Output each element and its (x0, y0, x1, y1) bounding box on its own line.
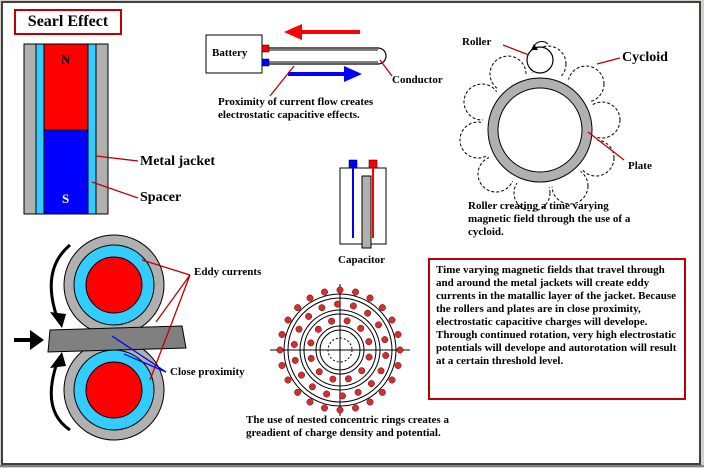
charge-dot (290, 341, 298, 348)
capacitor-label: Capacitor (338, 254, 386, 266)
charge-dot (375, 321, 382, 329)
charge-dot (344, 375, 352, 383)
charge-dot (284, 376, 292, 384)
north-pole (43, 43, 89, 131)
charge-dot (343, 317, 351, 325)
charge-dot (396, 346, 404, 354)
cycloid-label: Cycloid (622, 50, 668, 65)
charge-dot (307, 354, 315, 362)
charge-dot (323, 390, 331, 398)
charge-dot (388, 376, 396, 384)
charge-dot (367, 380, 375, 388)
close-proximity-label: Close proximity (170, 366, 245, 378)
roller-cycloid-diagram (459, 41, 625, 212)
charge-dot (336, 286, 344, 294)
battery-diagram (205, 24, 393, 97)
charge-dot (394, 362, 402, 369)
charge-dot (276, 346, 284, 354)
charge-dot (314, 325, 322, 333)
charge-dot (364, 309, 372, 317)
charge-dot (328, 317, 336, 325)
charge-dot (284, 316, 292, 324)
battery-label: Battery (212, 47, 248, 59)
roller (526, 46, 554, 74)
roller-label: Roller (462, 36, 492, 48)
charge-dot (306, 398, 314, 406)
charge-dot (357, 324, 365, 332)
roller-caption: Roller creating a time varying magnetic … (468, 200, 631, 238)
charge-dot (336, 406, 344, 414)
charge-dot (381, 336, 389, 344)
plate-label: Plate (628, 160, 652, 172)
eddy-currents-label: Eddy currents (194, 266, 262, 278)
battery-caption: Proximity of current flow creates electr… (218, 96, 374, 121)
charge-dot (294, 304, 302, 312)
charge-dot (278, 331, 286, 338)
charge-dot (354, 388, 362, 396)
page-title: Searl Effect (14, 9, 122, 35)
charge-dot (366, 398, 374, 406)
bar-magnet (23, 43, 139, 215)
metal-jacket-label: Metal jacket (140, 154, 216, 169)
charge-dot (352, 288, 359, 296)
spacer-label: Spacer (140, 190, 182, 205)
charge-dot (366, 294, 374, 302)
charge-dot (295, 325, 303, 333)
charge-dot (378, 304, 386, 312)
north-label: N (61, 52, 71, 67)
charge-dot (352, 404, 359, 412)
charge-dot (377, 367, 385, 375)
twin-rollers-diagram (14, 234, 191, 441)
charge-dot (298, 371, 305, 379)
charge-dot (365, 338, 373, 346)
charge-dot (382, 352, 390, 359)
charge-dot (321, 404, 328, 412)
rings-caption: The use of nested concentric rings creat… (246, 414, 449, 439)
concentric-rings-diagram (270, 284, 410, 416)
charge-dot (291, 356, 299, 364)
charge-dot (339, 392, 346, 400)
charge-dot (321, 288, 328, 296)
explanation-note: Time varying magnetic fields that travel… (428, 258, 686, 400)
charge-dot (365, 353, 373, 361)
charge-dot (378, 388, 386, 396)
charge-dot (308, 383, 316, 391)
charge-dot (334, 300, 341, 308)
charge-dot (278, 362, 286, 369)
charge-dot (307, 339, 315, 347)
charge-dot (388, 316, 396, 324)
charge-dot (329, 375, 337, 383)
charge-dot (305, 312, 313, 320)
charge-dot (349, 302, 357, 310)
south-label: S (62, 191, 70, 206)
conductor-wire (269, 47, 387, 65)
charge-dot (358, 367, 366, 375)
south-pole (43, 129, 89, 215)
capacitor-diagram (339, 159, 387, 249)
battery-box (205, 34, 263, 74)
charge-dot (394, 331, 402, 338)
charge-dot (315, 368, 323, 376)
charge-dot (306, 294, 314, 302)
charge-dot (318, 304, 326, 312)
conductor-label: Conductor (392, 74, 443, 86)
charge-dot (294, 388, 302, 396)
